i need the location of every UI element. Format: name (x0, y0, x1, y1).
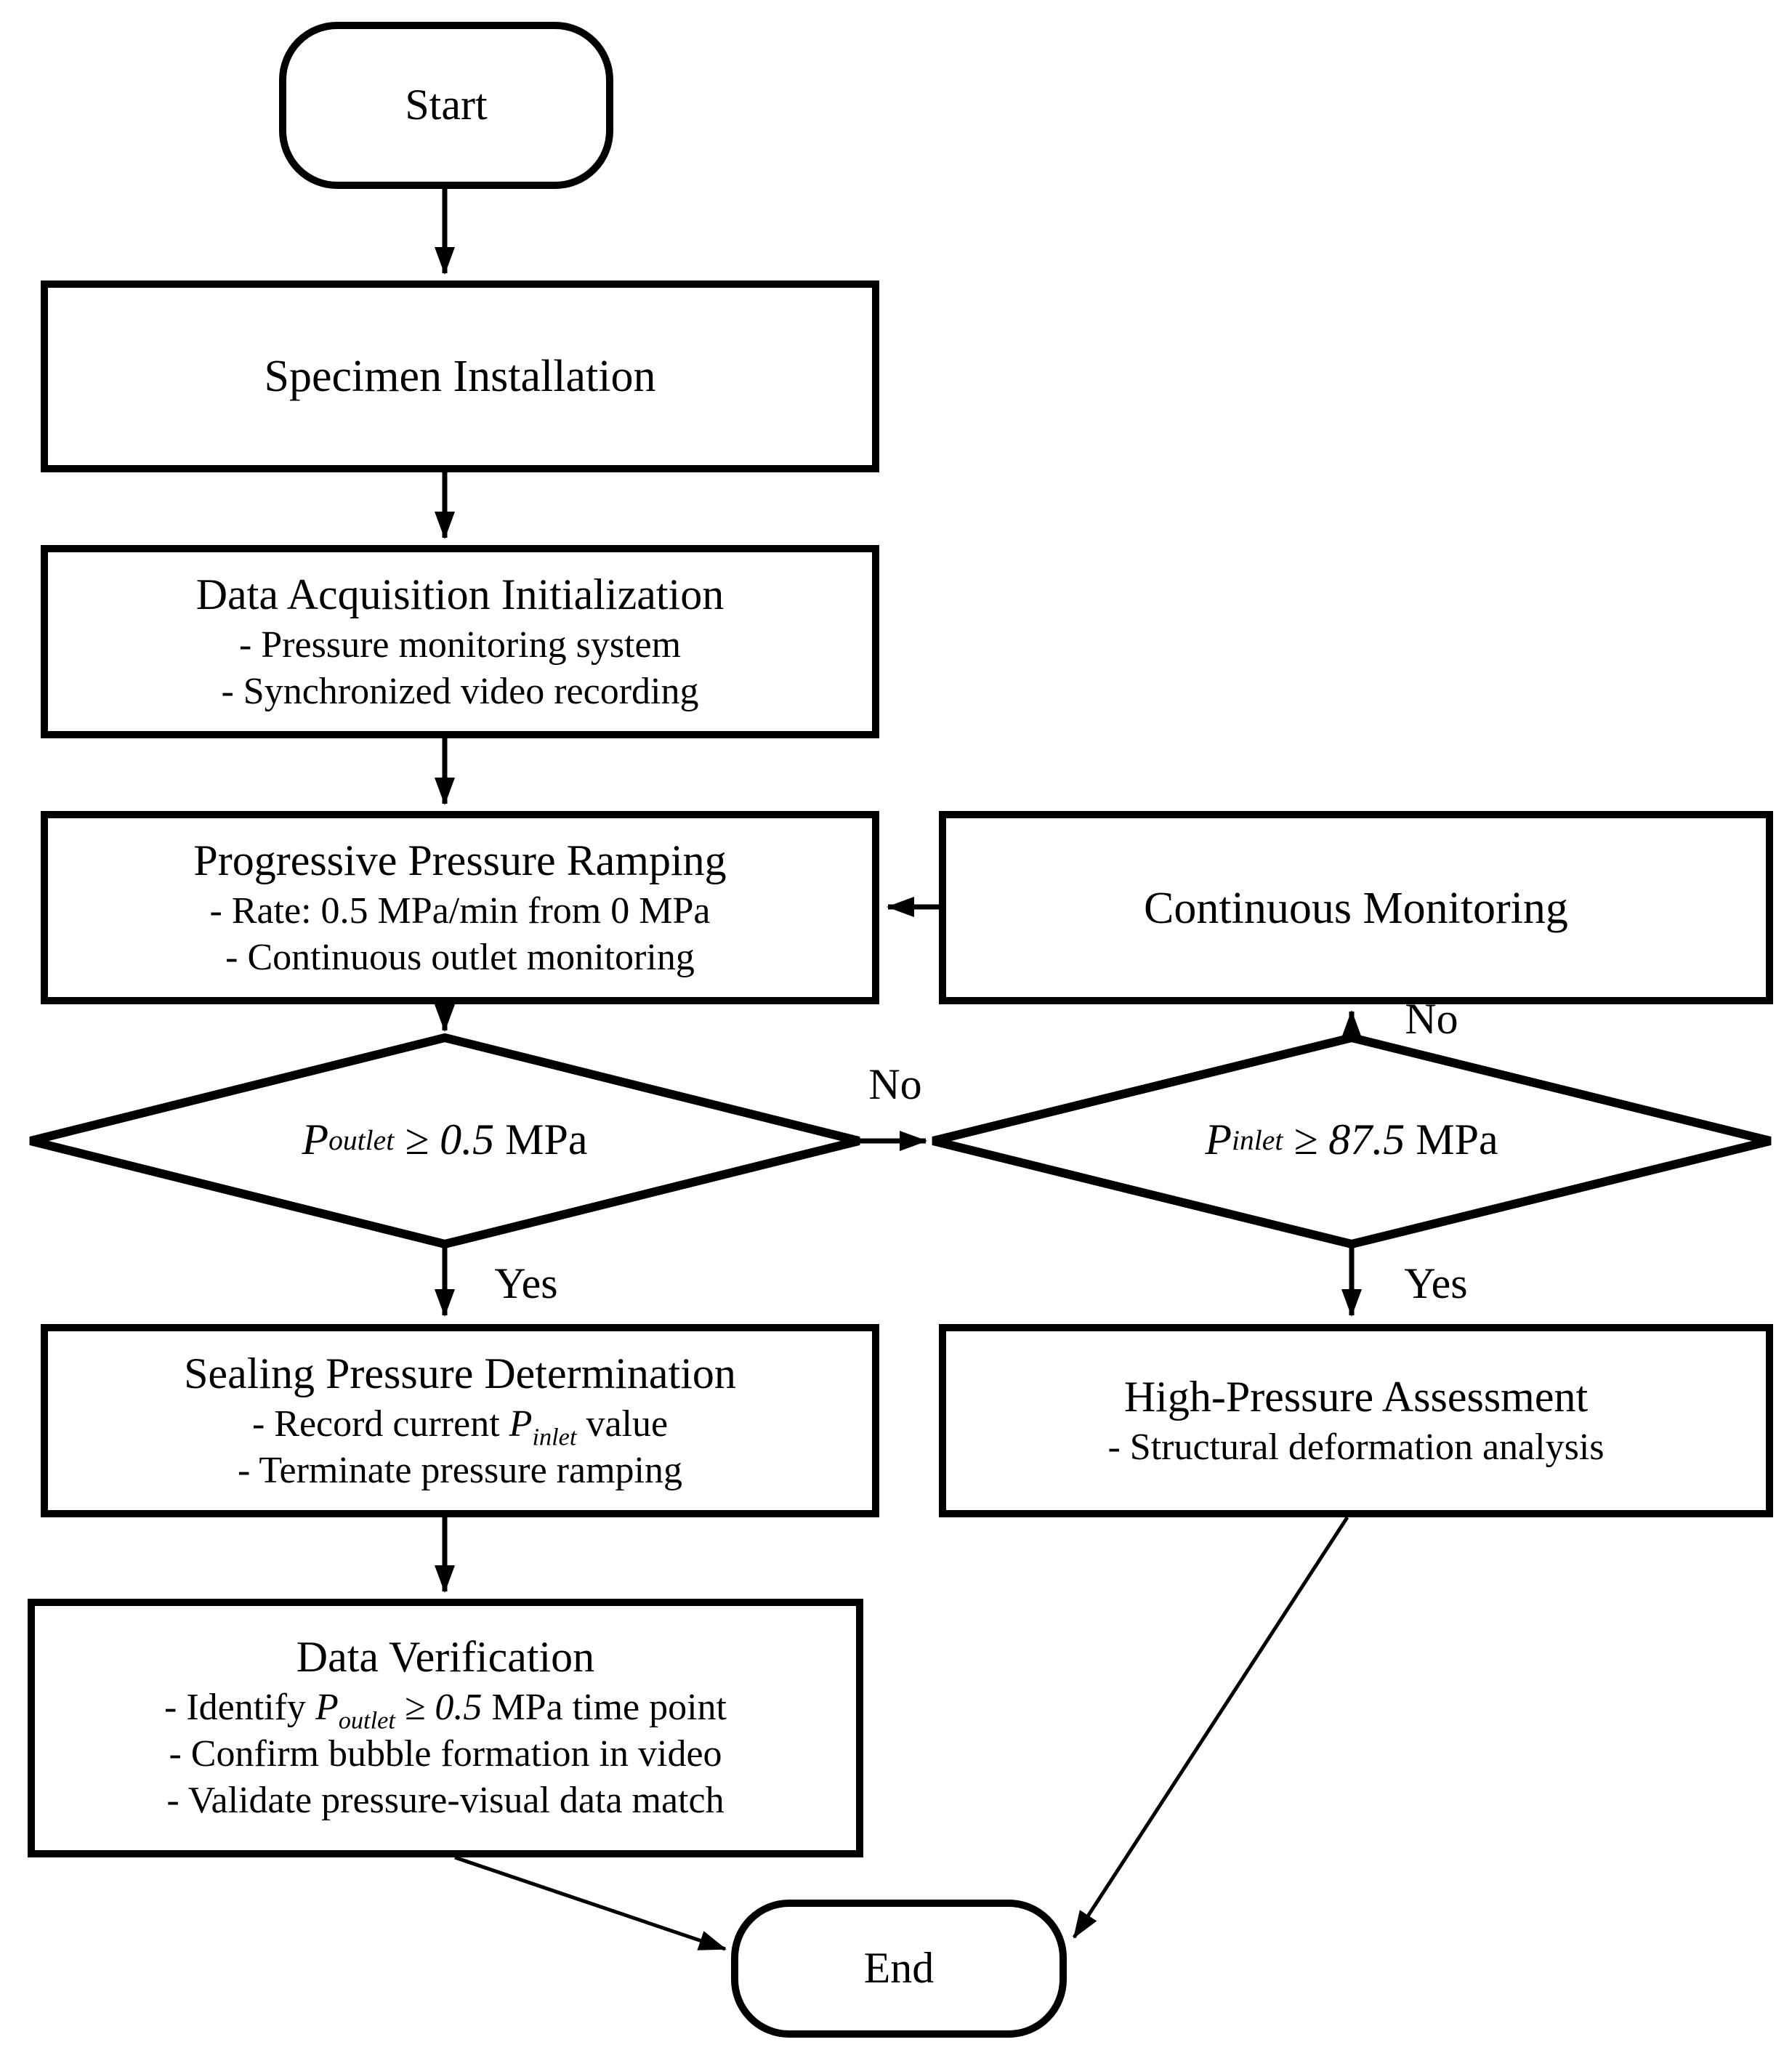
node-title: Specimen Installation (264, 350, 656, 401)
pressure-symbol: P (509, 1402, 533, 1444)
edge-label-no-between-decisions: No (868, 1061, 922, 1109)
node-data-acquisition-initialization: Data Acquisition Initialization - Pressu… (41, 545, 879, 738)
pressure-symbol: P (302, 1116, 329, 1164)
pressure-symbol: P (315, 1686, 339, 1728)
edge-assessment-end (1072, 1516, 1349, 1939)
start-label: Start (405, 81, 488, 129)
node-bullet: - Structural deformation analysis (1107, 1425, 1605, 1467)
comparison-value: ≥ 0.5 (394, 1116, 506, 1164)
pressure-subscript: outlet (338, 1706, 395, 1735)
node-title: Progressive Pressure Ramping (193, 836, 727, 884)
node-bullet: - Continuous outlet monitoring (225, 935, 695, 977)
node-continuous-monitoring: Continuous Monitoring (939, 811, 1773, 1004)
node-title: Continuous Monitoring (1144, 881, 1568, 932)
node-bullet: - Identify Poutlet ≥ 0.5 MPa time point (164, 1686, 727, 1735)
pressure-symbol: P (1205, 1116, 1232, 1164)
node-bullet: - Pressure monitoring system (238, 623, 682, 665)
edge-label-yes-right: Yes (1404, 1260, 1468, 1308)
edge-verification-end (454, 1855, 727, 1951)
node-bullet: - Record current Pinlet value (251, 1402, 669, 1450)
node-bullet: - Synchronized video recording (221, 669, 699, 711)
node-title: Data Verification (296, 1634, 595, 1682)
node-high-pressure-assessment: High-Pressure Assessment - Structural de… (939, 1324, 1773, 1517)
end-label: End (863, 1944, 935, 1992)
node-progressive-pressure-ramping: Progressive Pressure Ramping - Rate: 0.5… (41, 811, 879, 1004)
comparison-value: ≥ 87.5 (1283, 1116, 1416, 1164)
comparison-value: ≥ 0.5 (395, 1686, 492, 1728)
pressure-unit: MPa (1416, 1116, 1498, 1164)
node-title: High-Pressure Assessment (1123, 1373, 1589, 1421)
node-title: Data Acquisition Initialization (195, 570, 725, 618)
node-start: Start (279, 22, 613, 189)
node-end: End (731, 1900, 1067, 2038)
pressure-unit: MPa (505, 1116, 588, 1164)
node-specimen-installation: Specimen Installation (41, 281, 879, 472)
edge-label-yes-left: Yes (494, 1260, 558, 1308)
node-bullet: - Validate pressure-visual data match (166, 1779, 725, 1821)
node-bullet: - Terminate pressure ramping (238, 1448, 682, 1490)
node-bullet: - Confirm bubble formation in video (169, 1732, 722, 1775)
edge-label-no-loop-up: No (1405, 996, 1458, 1044)
node-data-verification: Data Verification - Identify Poutlet ≥ 0… (28, 1599, 863, 1857)
node-bullet: - Rate: 0.5 MPa/min from 0 MPa (209, 889, 711, 931)
node-title: Sealing Pressure Determination (184, 1349, 736, 1397)
pressure-subscript: inlet (532, 1422, 577, 1450)
node-sealing-pressure-determination: Sealing Pressure Determination - Record … (41, 1324, 879, 1517)
